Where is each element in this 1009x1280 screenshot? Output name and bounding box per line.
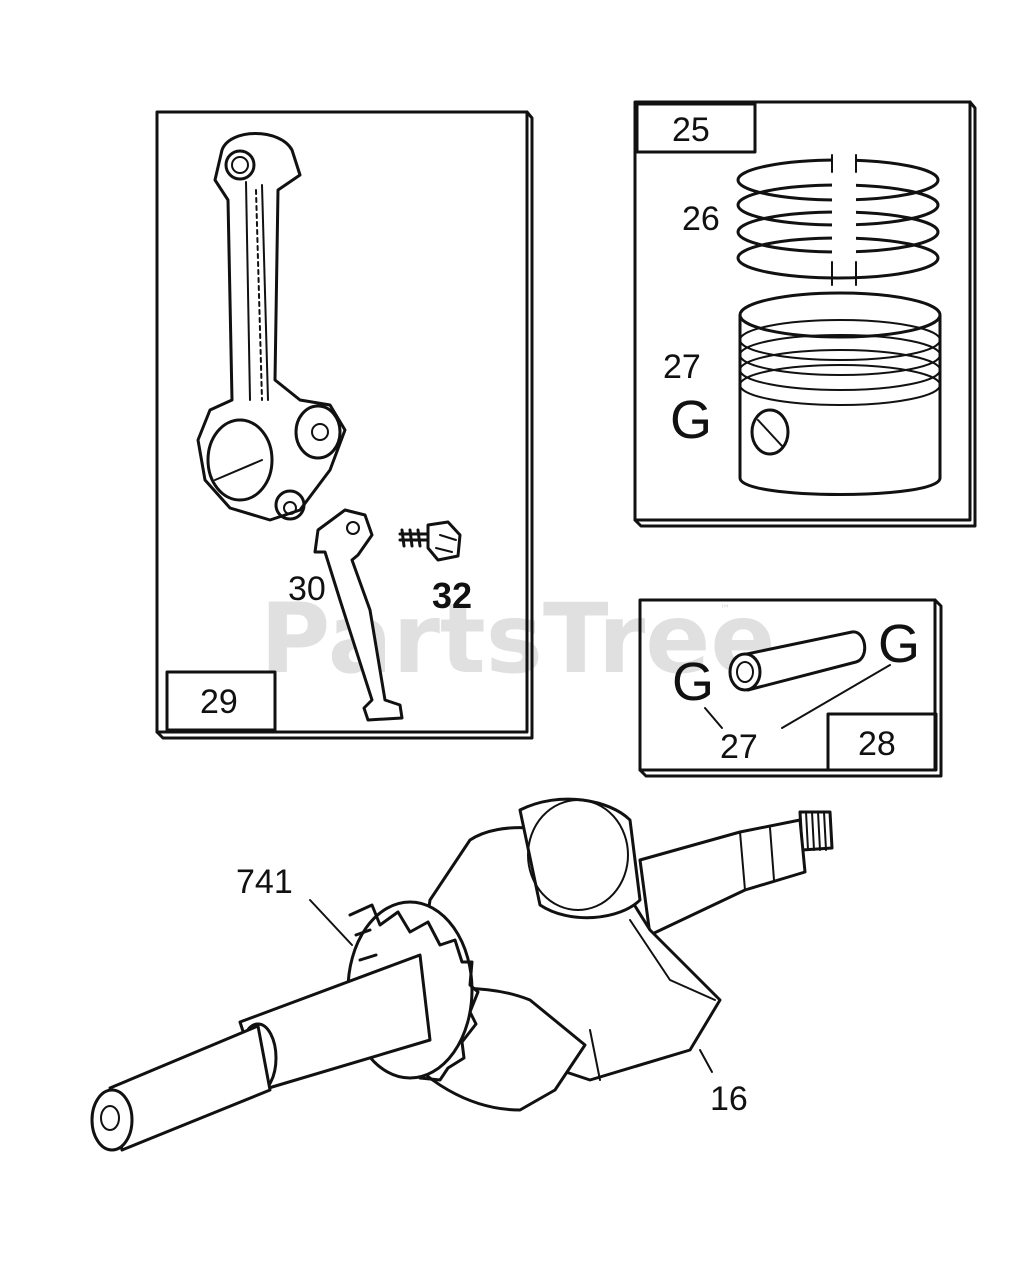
piston-pin-panel: 28 G G 27 <box>638 598 943 778</box>
piston-pin <box>728 630 867 692</box>
label-box-28 <box>826 712 938 772</box>
oil-dipper <box>313 508 404 722</box>
rod-bolt <box>398 520 462 562</box>
label-28: 28 <box>858 725 896 763</box>
callout-741: 741 <box>236 863 293 901</box>
connecting-rod <box>196 132 347 522</box>
panel-frame <box>633 100 972 522</box>
piston <box>738 291 942 496</box>
pin-retainer-left-icon: G <box>672 652 714 712</box>
label-box-29 <box>165 670 277 732</box>
callout-32: 32 <box>432 575 472 616</box>
connecting-rod-panel: 29 30 32 <box>155 110 534 740</box>
leader-16 <box>699 1049 713 1073</box>
panel-shadow <box>633 100 977 528</box>
piston-panel: 25 26 27 G <box>633 100 977 528</box>
panel-frame <box>638 598 937 772</box>
callout-27: 27 <box>663 348 701 386</box>
callout-27-pin: 27 <box>720 728 758 766</box>
pin-retainer-right-icon: G <box>878 614 920 674</box>
label-29: 29 <box>200 683 238 721</box>
label-box-25 <box>635 102 757 154</box>
panel-shadow <box>638 598 943 778</box>
leader-27 <box>704 664 891 729</box>
callout-16: 16 <box>710 1080 748 1118</box>
callout-30: 30 <box>288 570 326 608</box>
leader-741 <box>309 899 353 946</box>
pin-retainer-icon: G <box>670 390 712 450</box>
panel-shadow <box>155 110 534 740</box>
piston-rings <box>736 150 940 286</box>
callout-26: 26 <box>682 200 720 238</box>
crankshaft <box>90 797 834 1152</box>
panel-frame <box>155 110 529 734</box>
label-25: 25 <box>672 111 710 149</box>
watermark-trademark: ™ <box>720 604 730 615</box>
